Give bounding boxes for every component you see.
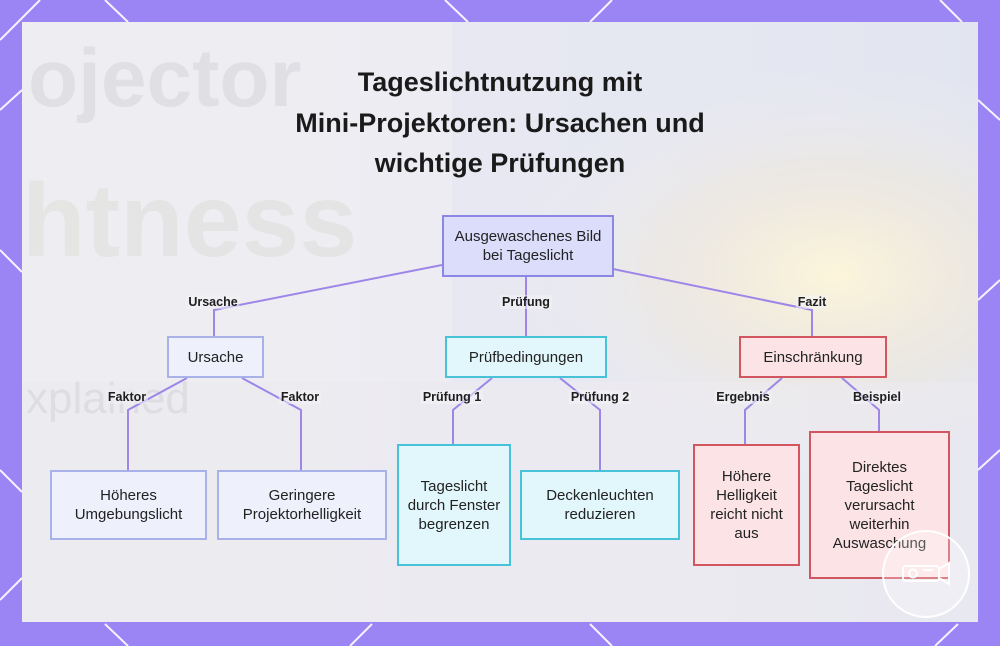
edge-label-ergebnis: Ergebnis [714,390,772,404]
background-text-1: ojector [28,33,302,124]
diagram-title: Tageslichtnutzung mit Mini-Projektoren: … [200,62,800,184]
title-line-1: Tageslichtnutzung mit [357,67,643,97]
edge-label-pruefung-2: Prüfung 2 [568,390,632,404]
title-line-3: wichtige Prüfungen [374,148,626,178]
background-text-2: htness [22,163,358,279]
edge-pruef-fenster [452,377,493,444]
node-einschraenkung: Einschränkung [739,336,887,378]
edge-label-faktor-1: Faktor [105,390,149,404]
edge-label-pruefung-1: Prüfung 1 [420,390,484,404]
node-ursache: Ursache [167,336,264,378]
edge-label-ursache: Ursache [186,295,240,309]
edge-ursache-umgebungslicht [127,377,188,470]
edge-ursache-projektorhelligkeit [241,377,302,470]
edge-limit-helligkeit [744,377,783,444]
edge-label-faktor-2: Faktor [278,390,322,404]
node-hoehere-helligkeit: Höhere Helligkeit reicht nicht aus [693,444,800,566]
edge-pruef-decken [559,377,601,470]
title-line-2: Mini-Projektoren: Ursachen und [295,107,705,138]
infographic-card: ojector htness xplained Tageslichtnutzun… [22,22,978,622]
connector-lines [127,264,880,470]
node-tageslicht-durch-fenster: Tageslicht durch Fenster begrenzen [397,444,511,566]
edge-limit-auswaschung [841,377,880,431]
edge-label-beispiel: Beispiel [851,390,903,404]
node-hoeheres-umgebungslicht: Höheres Umgebungslicht [50,470,207,540]
edge-root-fazit [612,268,813,336]
edge-label-pruefung: Prüfung [500,295,552,309]
node-deckenleuchten-reduzieren: Deckenleuchten reduzieren [520,470,680,540]
projector-logo-icon [899,557,953,592]
node-ausgewaschenes-bild: Ausgewaschenes Bild bei Tageslicht [442,215,614,277]
watermark-badge [882,530,970,618]
edge-root-ursache [213,264,443,336]
edge-label-fazit: Fazit [795,295,829,309]
node-pruefbedingungen: Prüfbedingungen [445,336,607,378]
node-geringere-projektorhelligkeit: Geringere Projektorhelligkeit [217,470,387,540]
